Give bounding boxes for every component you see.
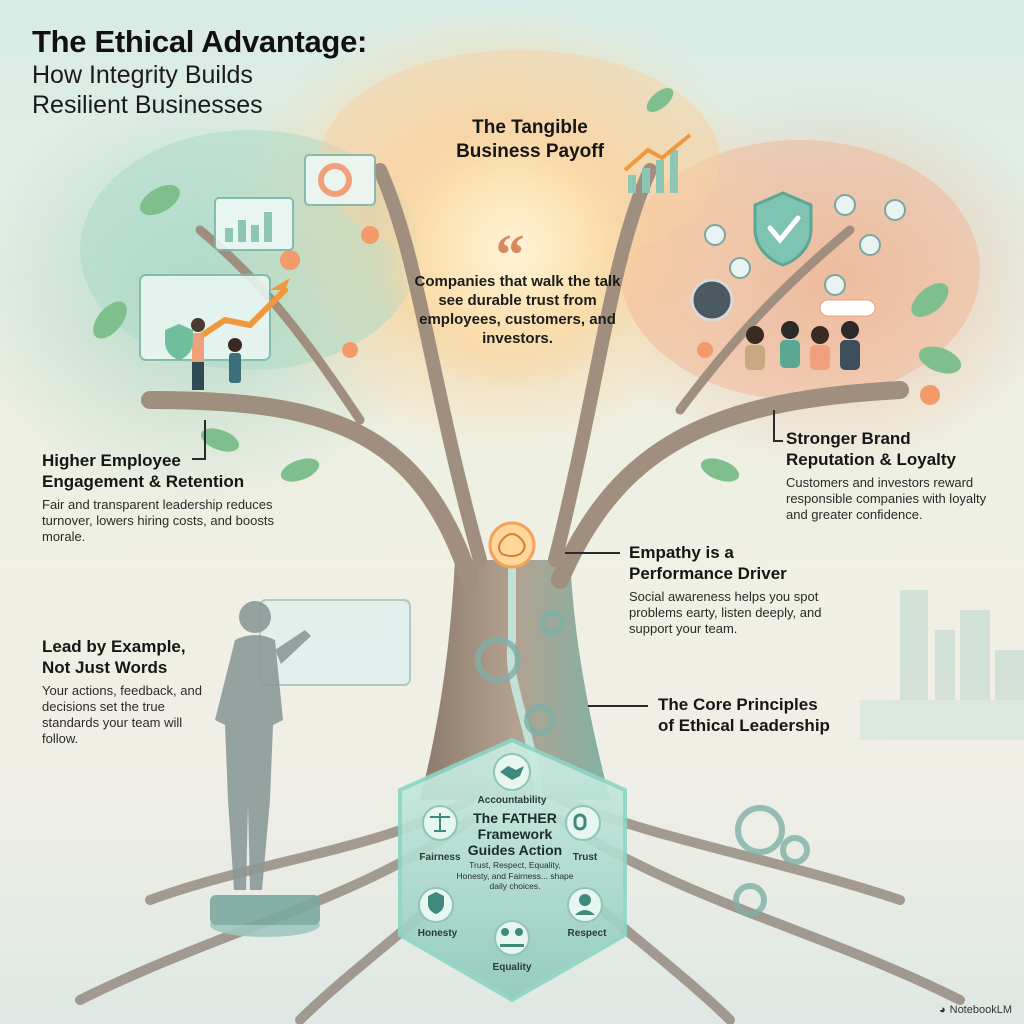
quote-icon: “	[495, 222, 525, 287]
callout-title: Lead by Example,Not Just Words	[42, 637, 186, 677]
principle-respect: Respect	[567, 928, 607, 939]
principle-circles	[418, 753, 603, 956]
principle-accountability: Accountability	[477, 795, 547, 806]
principle-icons	[428, 766, 595, 947]
page-title: The Ethical Advantage:	[32, 24, 368, 59]
callout-body: Customers and investors reward responsib…	[786, 475, 987, 522]
callout-body: Fair and transparent leadership reduces …	[42, 497, 274, 544]
connector-line	[773, 410, 775, 442]
notebooklm-branding: ◕ NotebookLM	[939, 1004, 1012, 1016]
framework-body: Trust, Respect, Equality, Honesty, and F…	[456, 860, 574, 891]
payoff-quote: Companies that walk the talk see durable…	[414, 273, 621, 347]
payoff-title-line2: Business Payoff	[456, 141, 604, 162]
network-nodes	[704, 194, 906, 296]
people-figures-right	[745, 321, 860, 370]
principle-fairness: Fairness	[419, 852, 461, 863]
connector-line	[773, 440, 783, 442]
core-principles-title: The Core Principles of Ethical Leadershi…	[658, 695, 830, 735]
principle-equality: Equality	[492, 962, 532, 973]
logo-badge-icon	[690, 278, 734, 322]
gear-icon	[475, 610, 810, 917]
shield-icon	[165, 324, 193, 360]
shield-check-icon	[753, 191, 813, 267]
callout-lead-by-example: Lead by Example,Not Just Words Your acti…	[42, 636, 212, 747]
payoff-title-line1: The Tangible	[472, 117, 588, 138]
branding-label: NotebookLM	[949, 1004, 1012, 1016]
people-figures-left	[191, 318, 242, 390]
leaves	[93, 88, 962, 482]
title-block: The Ethical Advantage: How Integrity Bui…	[32, 24, 367, 120]
framework-title: The FATHER Framework Guides Action	[467, 810, 563, 858]
apples	[280, 226, 940, 405]
connector-line	[204, 420, 206, 460]
callout-body: Your actions, feedback, and decisions se…	[42, 683, 202, 746]
principle-trust: Trust	[572, 852, 598, 863]
brain-icon	[488, 521, 536, 569]
leader-figure	[210, 601, 320, 937]
growth-arrow-icon	[192, 287, 288, 343]
page-subtitle-line1: How Integrity Builds	[32, 61, 253, 89]
callout-body: Social awareness helps you spot problems…	[629, 589, 822, 636]
payoff-title: The Tangible Business Payoff	[440, 116, 620, 164]
rating-stars-badge	[819, 299, 876, 317]
top-growth-chart	[628, 150, 678, 193]
connector-line	[565, 552, 620, 554]
connector-line	[192, 458, 206, 460]
branches	[141, 163, 909, 589]
donut-chart-icon	[318, 163, 352, 197]
bar-chart-icon	[225, 212, 272, 242]
framework-hexagon	[398, 737, 627, 1003]
page-subtitle-line2: Resilient Businesses	[32, 91, 263, 119]
notebooklm-logo-icon: ◕	[938, 1004, 946, 1016]
city-skyline	[860, 590, 1024, 740]
connector-line	[588, 705, 648, 707]
principle-honesty: Honesty	[417, 928, 458, 939]
